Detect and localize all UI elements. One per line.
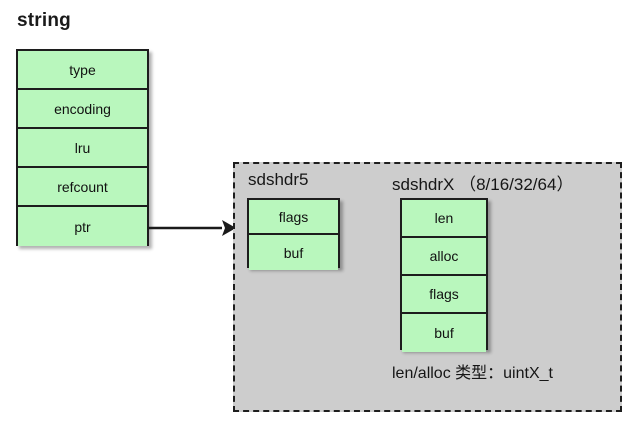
sdshdrx-field-buf: buf	[402, 314, 486, 352]
sdshdrx-field-flags: flags	[402, 276, 486, 314]
string-field-ptr: ptr	[18, 207, 147, 246]
string-field-encoding: encoding	[18, 90, 147, 129]
sdshdrx-title: sdshdrX （8/16/32/64）	[392, 175, 574, 194]
len-alloc-type-note: len/alloc 类型：uintX_t	[392, 365, 553, 382]
string-field-type: type	[18, 51, 147, 90]
string-field-refcount: refcount	[18, 168, 147, 207]
sdshdr5-field-flags: flags	[249, 200, 338, 235]
sdshdrx-field-len: len	[402, 200, 486, 238]
sdshdr5-field-buf: buf	[249, 235, 338, 270]
sdshdrx-struct-box: len alloc flags buf	[400, 198, 488, 352]
page-title: string	[17, 10, 71, 31]
sdshdr5-struct-box: flags buf	[247, 198, 340, 270]
string-struct-box: type encoding lru refcount ptr	[16, 49, 149, 246]
sdshdrx-field-alloc: alloc	[402, 238, 486, 276]
ptr-to-sds-arrow-icon	[147, 220, 236, 236]
sdshdr5-title: sdshdr5	[248, 170, 309, 189]
string-field-lru: lru	[18, 129, 147, 168]
